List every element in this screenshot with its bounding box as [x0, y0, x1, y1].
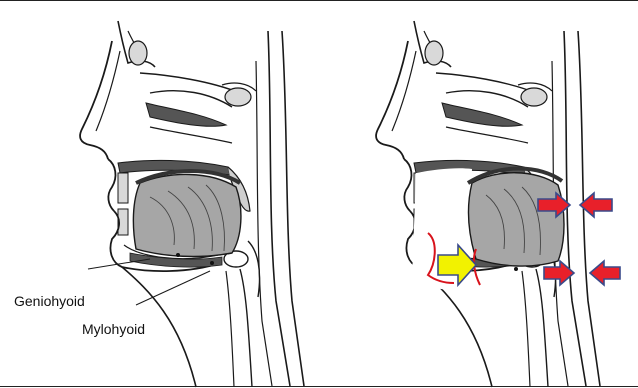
red-arrow-icon-lower-right	[590, 261, 620, 285]
retracted-tongue-shape	[469, 173, 564, 266]
geniohyoid-leader-line	[88, 259, 150, 269]
mylohyoid-leader-line	[136, 271, 210, 305]
red-arrow-icon-upper-right	[580, 193, 612, 217]
geniohyoid-label: Geniohyoid	[14, 293, 85, 309]
mylohyoid-label: Mylohyoid	[82, 321, 145, 337]
